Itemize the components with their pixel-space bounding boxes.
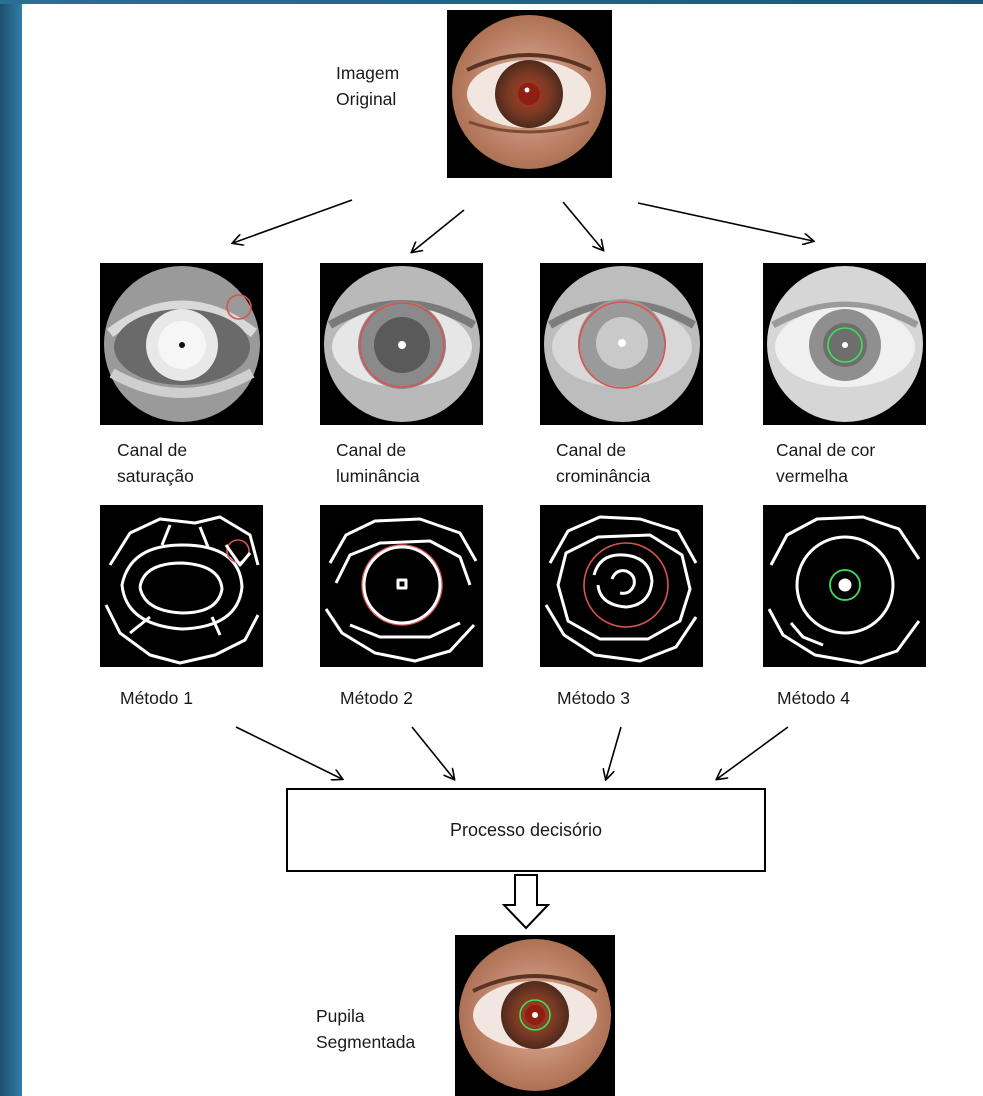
luminance-channel-image	[320, 263, 483, 425]
channel-caption-luminance: Canal de luminância	[336, 437, 420, 489]
segmented-pupil-image	[455, 935, 615, 1096]
saturation-channel-image	[100, 263, 263, 425]
result-caption: Pupila Segmentada	[316, 1003, 415, 1055]
chrominance-channel-image	[540, 263, 703, 425]
channel-caption-red: Canal de cor vermelha	[776, 437, 875, 489]
frame-left-band	[0, 0, 22, 1096]
channel-caption-saturation: Canal de saturação	[117, 437, 194, 489]
method-caption-1: Método 1	[120, 685, 193, 711]
red-channel-image	[763, 263, 926, 425]
decision-process-box: Processo decisório	[286, 788, 766, 872]
method3-edge-image	[540, 505, 703, 667]
original-eye-image	[447, 10, 612, 178]
method4-edge-image	[763, 505, 926, 667]
method2-edge-image	[320, 505, 483, 667]
channel-caption-chrominance: Canal de crominância	[556, 437, 650, 489]
method1-edge-image	[100, 505, 263, 667]
method-caption-2: Método 2	[340, 685, 413, 711]
decision-process-label: Processo decisório	[450, 820, 602, 841]
frame-top-band	[0, 0, 983, 4]
original-caption: Imagem Original	[336, 60, 399, 112]
method-caption-4: Método 4	[777, 685, 850, 711]
method-caption-3: Método 3	[557, 685, 630, 711]
